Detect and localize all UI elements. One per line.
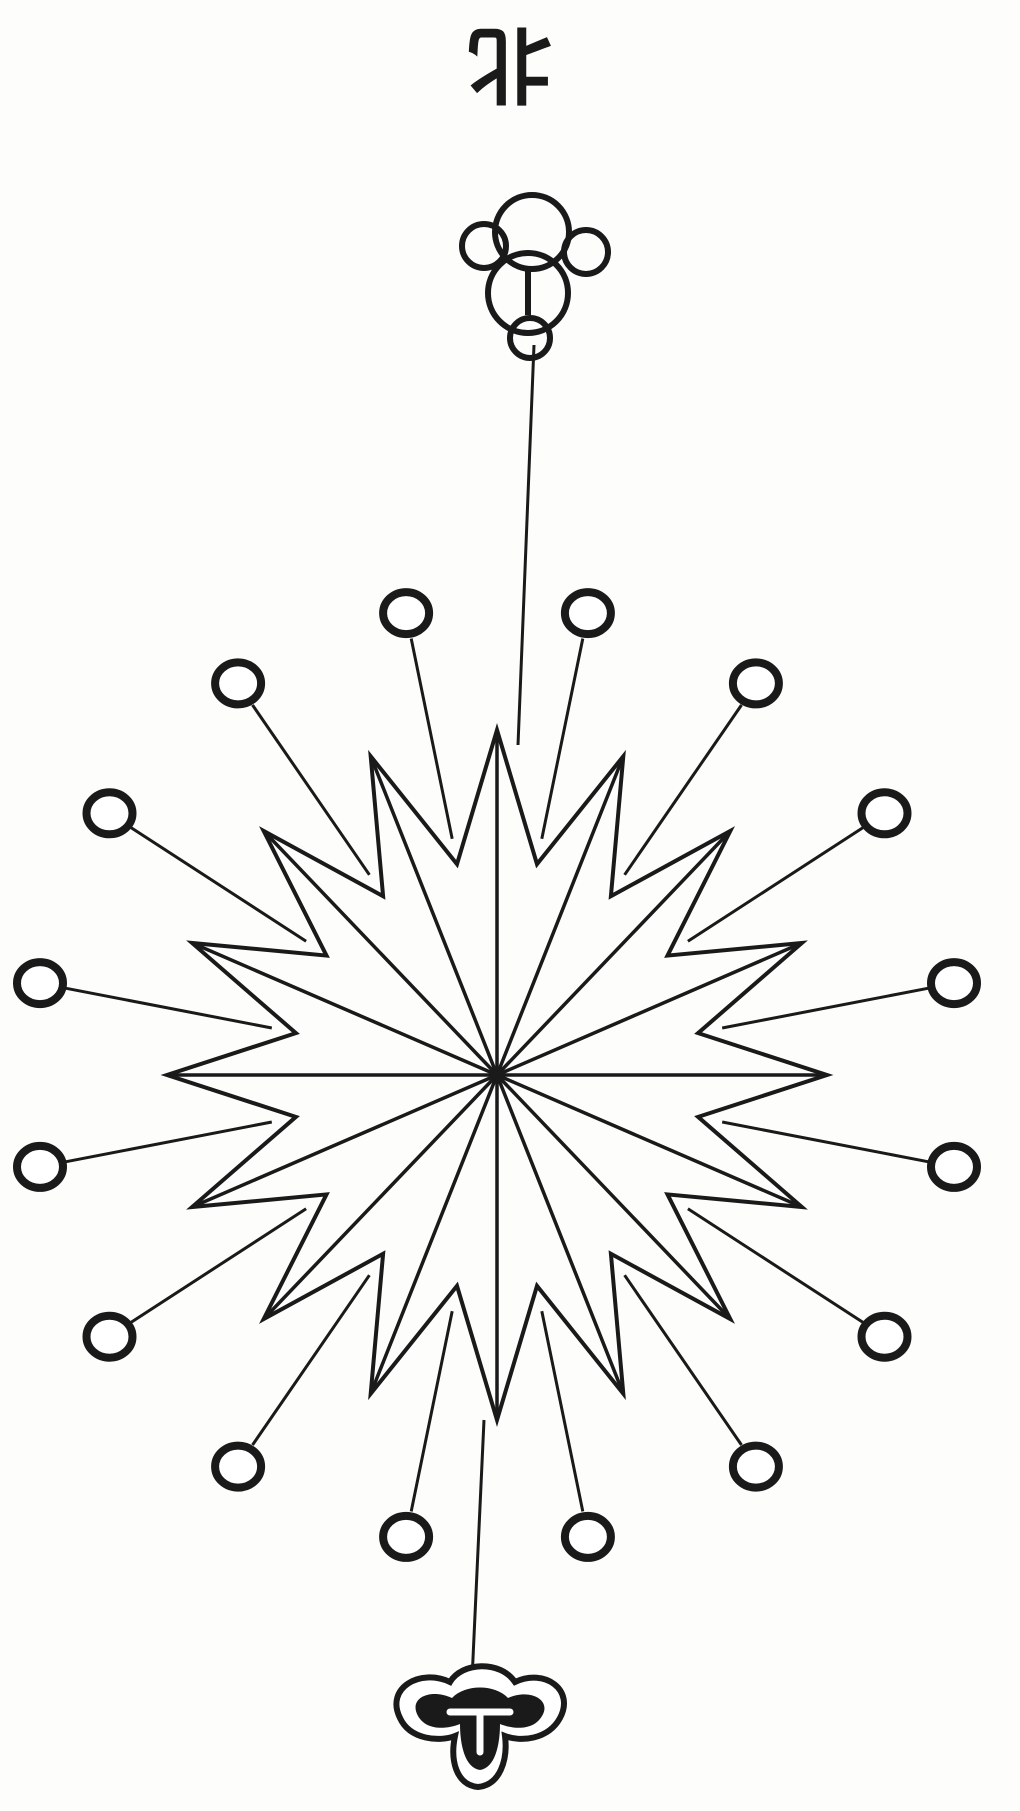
spoke-line [688, 1209, 863, 1322]
spoke-line [542, 639, 583, 839]
top-figure [462, 195, 608, 358]
outer-dot [862, 1316, 908, 1358]
outer-dot [383, 1516, 429, 1558]
spoke-line [131, 1209, 306, 1322]
star-burst [167, 730, 827, 1420]
outer-dot [17, 962, 63, 1004]
outer-dot [383, 592, 429, 634]
outer-dot [215, 1446, 261, 1488]
outer-dot [733, 1446, 779, 1488]
outer-dot [565, 592, 611, 634]
outer-dot [87, 792, 133, 834]
spoke-line [66, 988, 272, 1028]
spoke-line [411, 1311, 452, 1511]
outer-dot [87, 1316, 133, 1358]
outer-dot [733, 662, 779, 704]
outer-dot [565, 1516, 611, 1558]
spoke-line [542, 1311, 583, 1511]
axis-line-bottom [472, 1420, 484, 1680]
outer-dot [931, 1146, 977, 1188]
bottom-figure [396, 1666, 564, 1787]
outer-dot [862, 792, 908, 834]
spoke-line [722, 988, 928, 1028]
spoke-line [625, 1275, 742, 1445]
spoke-line [66, 1122, 272, 1162]
spoke-line [411, 639, 452, 839]
spoke-line [625, 705, 742, 875]
spoke-line [688, 828, 863, 941]
spoke-line [131, 828, 306, 941]
outer-dot [17, 1146, 63, 1188]
spoke-line [253, 705, 370, 875]
top-figure-right-circle [564, 230, 608, 274]
spoke-line [722, 1122, 928, 1162]
spoke-line [253, 1275, 370, 1445]
top-figure-bottom-circle [510, 318, 550, 358]
outer-dot [931, 962, 977, 1004]
outer-dot [215, 662, 261, 704]
axis-line-top [518, 345, 534, 745]
